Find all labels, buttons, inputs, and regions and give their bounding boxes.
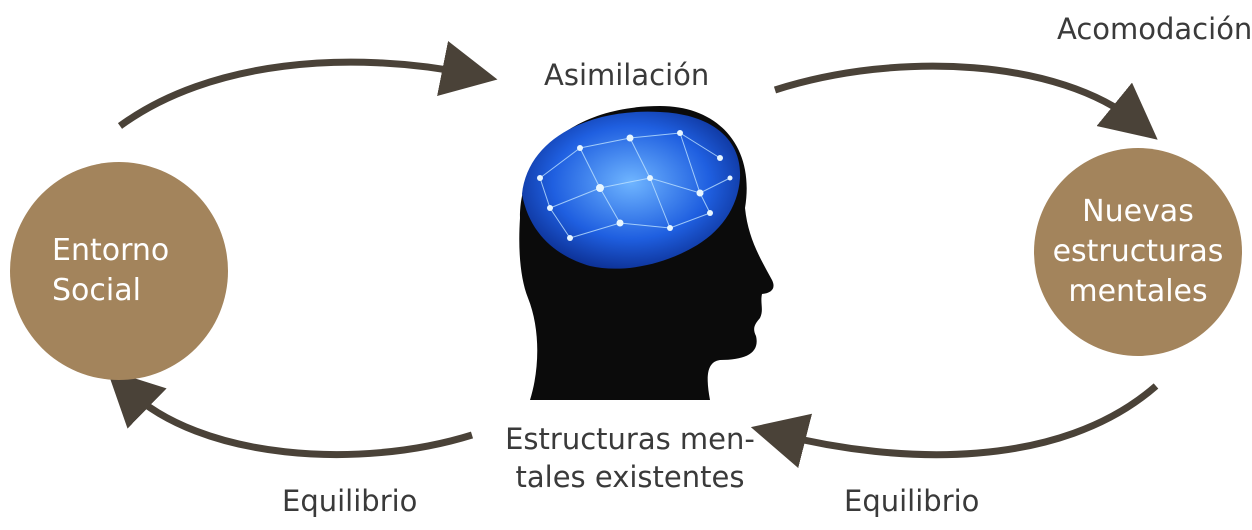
label-equilibrio-left: Equilibrio: [282, 484, 418, 518]
arrow-entorno-to-asimilacion: [117, 41, 498, 129]
label-acomodacion: Acomodación: [1057, 12, 1252, 46]
arrow-estructuras-to-entorno: [106, 369, 474, 459]
label-equilibrio-right: Equilibrio: [844, 484, 980, 518]
node-nuevas-estructuras: Nuevas estructuras mentales: [1034, 148, 1242, 356]
arrow-asimilacion-to-nuevas: [773, 62, 1158, 140]
label-estructuras-existentes: Estructuras men- tales existentes: [505, 422, 755, 494]
arrow-nuevas-to-estructuras: [750, 383, 1159, 469]
human-head-brain-network-icon: [519, 106, 774, 400]
label-asimilacion: Asimilación: [544, 58, 710, 92]
node-entorno-social: Entorno Social: [10, 162, 228, 380]
